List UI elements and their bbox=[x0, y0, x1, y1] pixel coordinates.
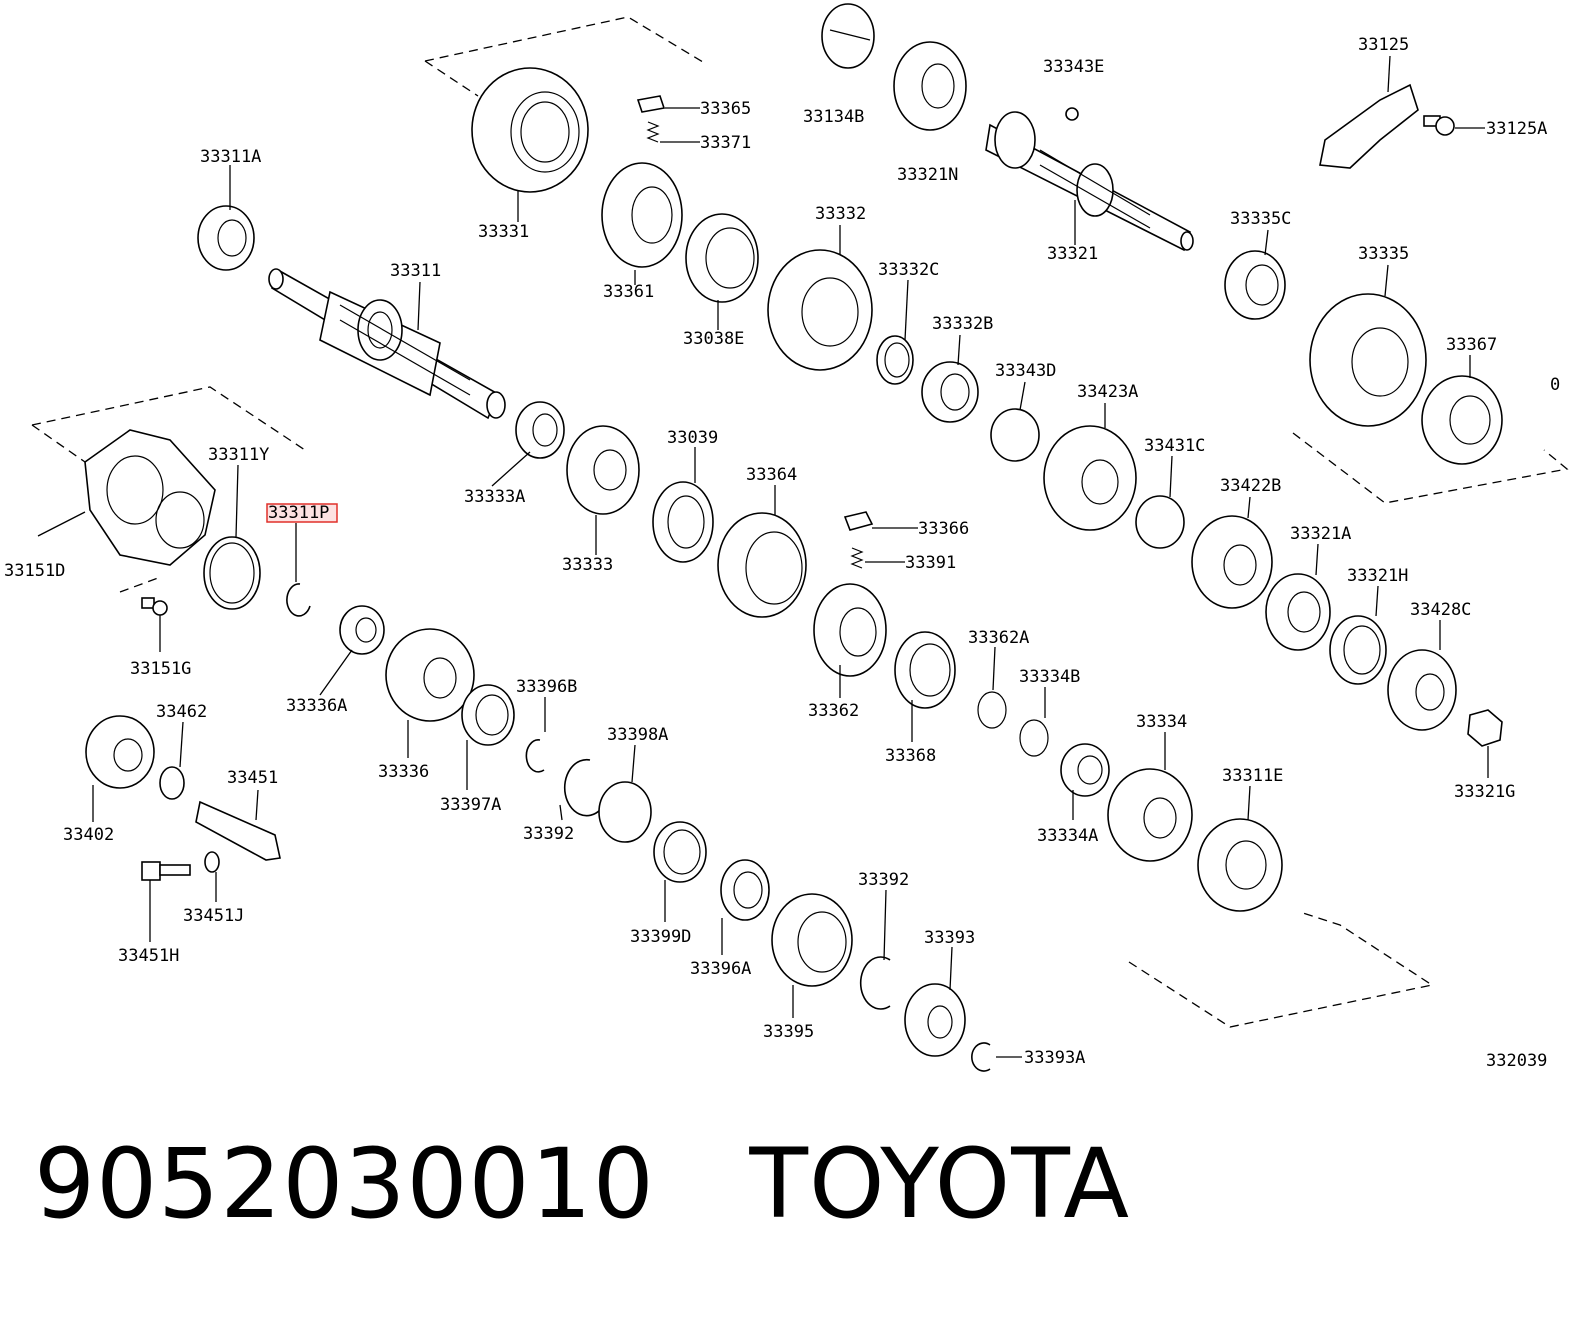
dashed-boundaries bbox=[31, 16, 1569, 1028]
callout-33334: 33334 bbox=[1136, 712, 1187, 732]
figure-code: 332039 bbox=[1486, 1051, 1547, 1071]
callout-33321G: 33321G bbox=[1454, 782, 1515, 802]
callout-33402: 33402 bbox=[63, 825, 114, 845]
callout-33333: 33333 bbox=[562, 555, 613, 575]
callout-33311E: 33311E bbox=[1222, 766, 1283, 786]
callout-33335C: 33335C bbox=[1230, 209, 1291, 229]
callout-labels: 33311A 33331 33365 33371 33134B 33321N 3… bbox=[4, 35, 1560, 1071]
callout-33134B: 33134B bbox=[803, 107, 864, 127]
callout-33321H: 33321H bbox=[1347, 566, 1408, 586]
callout-33364: 33364 bbox=[746, 465, 797, 485]
callout-33335: 33335 bbox=[1358, 244, 1409, 264]
callout-33321: 33321 bbox=[1047, 244, 1098, 264]
callout-33362A: 33362A bbox=[968, 628, 1029, 648]
callout-33462: 33462 bbox=[156, 702, 207, 722]
callout-33336A: 33336A bbox=[286, 696, 347, 716]
callout-33311Y: 33311Y bbox=[208, 445, 269, 465]
callout-33392: 33392 bbox=[523, 824, 574, 844]
callout-33362: 33362 bbox=[808, 701, 859, 721]
callout-33311: 33311 bbox=[390, 261, 441, 281]
callout-33321N: 33321N bbox=[897, 165, 958, 185]
callout-33399D: 33399D bbox=[630, 927, 691, 947]
callout-33365: 33365 bbox=[700, 99, 751, 119]
part-number: 9052030010 bbox=[34, 1128, 655, 1240]
callout-33367: 33367 bbox=[1446, 335, 1497, 355]
callout-33038E: 33038E bbox=[683, 329, 744, 349]
input-shaft-33311 bbox=[268, 268, 506, 420]
callout-33334B: 33334B bbox=[1019, 667, 1080, 687]
callout-33392-b: 33392 bbox=[858, 870, 909, 890]
leader-lines bbox=[37, 55, 1489, 1058]
parts bbox=[84, 3, 1503, 1072]
callout-33332: 33332 bbox=[815, 204, 866, 224]
callout-33336: 33336 bbox=[378, 762, 429, 782]
callout-33366: 33366 bbox=[918, 519, 969, 539]
callout-33332B: 33332B bbox=[932, 314, 993, 334]
callout-33151G: 33151G bbox=[130, 659, 191, 679]
callout-33331: 33331 bbox=[478, 222, 529, 242]
callout-33393A: 33393A bbox=[1024, 1048, 1085, 1068]
callout-33398A: 33398A bbox=[607, 725, 668, 745]
callout-33397A: 33397A bbox=[440, 795, 501, 815]
callout-33428C: 33428C bbox=[1410, 600, 1471, 620]
callout-33391: 33391 bbox=[905, 553, 956, 573]
callout-33343E: 33343E bbox=[1043, 57, 1104, 77]
callout-33311A: 33311A bbox=[200, 147, 261, 167]
callout-33393: 33393 bbox=[924, 928, 975, 948]
callout-33334A: 33334A bbox=[1037, 826, 1098, 846]
callout-33368: 33368 bbox=[885, 746, 936, 766]
highlight-box bbox=[266, 503, 338, 523]
callout-33125: 33125 bbox=[1358, 35, 1409, 55]
callout-33451H: 33451H bbox=[118, 946, 179, 966]
callout-33151D: 33151D bbox=[4, 561, 65, 581]
callout-33396A: 33396A bbox=[690, 959, 751, 979]
callout-33423A: 33423A bbox=[1077, 382, 1138, 402]
callout-33395: 33395 bbox=[763, 1022, 814, 1042]
callout-33125A: 33125A bbox=[1486, 119, 1547, 139]
part-caption: 9052030010 TOYOTA bbox=[34, 1128, 1130, 1240]
callout-33311P: 33311P bbox=[268, 503, 329, 523]
callout-33321A: 33321A bbox=[1290, 524, 1351, 544]
callout-33332C: 33332C bbox=[878, 260, 939, 280]
callout-33422B: 33422B bbox=[1220, 476, 1281, 496]
callout-33396B: 33396B bbox=[516, 677, 577, 697]
brand-name: TOYOTA bbox=[749, 1128, 1131, 1240]
callout-33371: 33371 bbox=[700, 133, 751, 153]
callout-33361: 33361 bbox=[603, 282, 654, 302]
callout-33431C: 33431C bbox=[1144, 436, 1205, 456]
callout-33039: 33039 bbox=[667, 428, 718, 448]
callout-33343D: 33343D bbox=[995, 361, 1056, 381]
callout-33451: 33451 bbox=[227, 768, 278, 788]
callout-33451J: 33451J bbox=[183, 906, 244, 926]
callout-33333A: 33333A bbox=[464, 487, 525, 507]
output-shaft-33321 bbox=[985, 111, 1194, 252]
edge-mark: 0 bbox=[1550, 375, 1560, 395]
